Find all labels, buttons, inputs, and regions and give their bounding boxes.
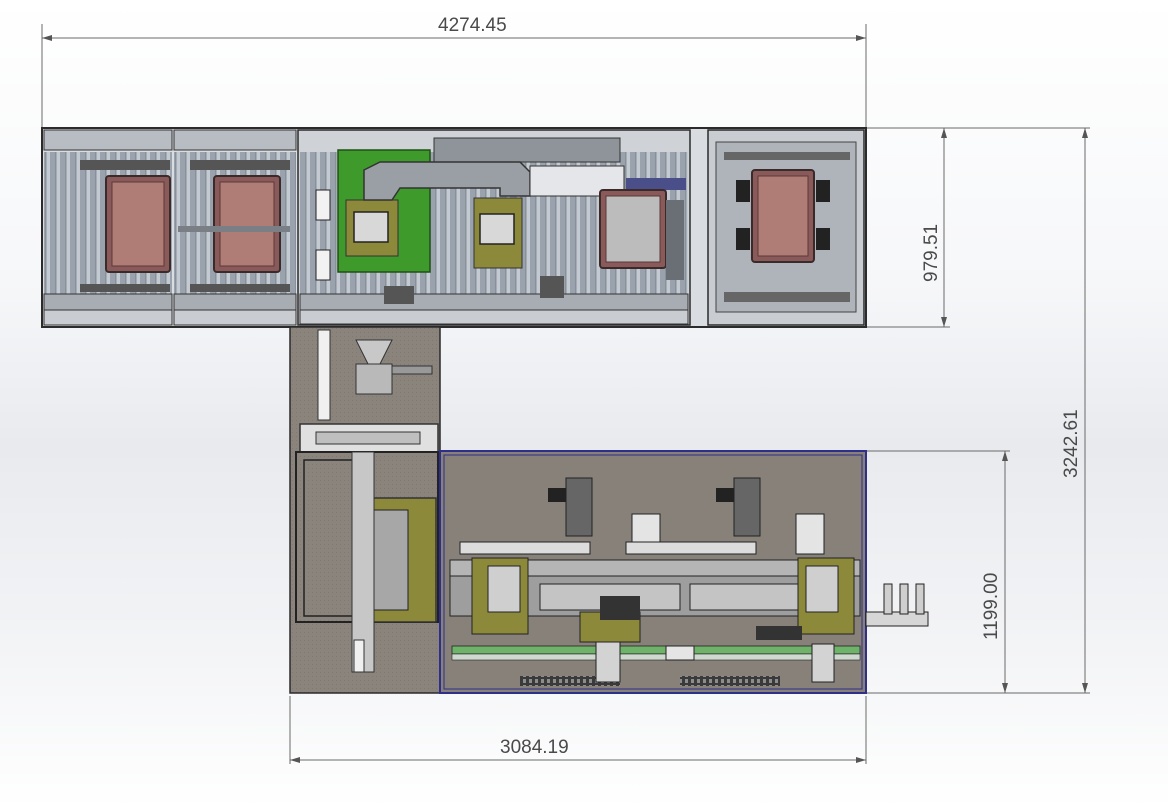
conveyor-module-4	[707, 129, 865, 326]
conveyor-module-1	[43, 129, 173, 326]
dimension-overall-height: 3242.61	[1061, 409, 1082, 478]
dimension-overall-width: 4274.45	[438, 15, 507, 36]
conveyor-module-3	[297, 129, 691, 326]
dimension-arrows	[42, 35, 1088, 763]
dimension-base-width: 3084.19	[500, 737, 569, 758]
top-conveyor	[41, 127, 867, 328]
conveyor-module-2	[173, 129, 297, 326]
dimension-station-depth: 1199.00	[981, 572, 1002, 640]
vertical-link-station	[289, 326, 441, 694]
dimension-conveyor-depth: 979.51	[921, 223, 942, 282]
dimension-lines	[41, 24, 1090, 764]
assembly-station	[439, 450, 929, 694]
